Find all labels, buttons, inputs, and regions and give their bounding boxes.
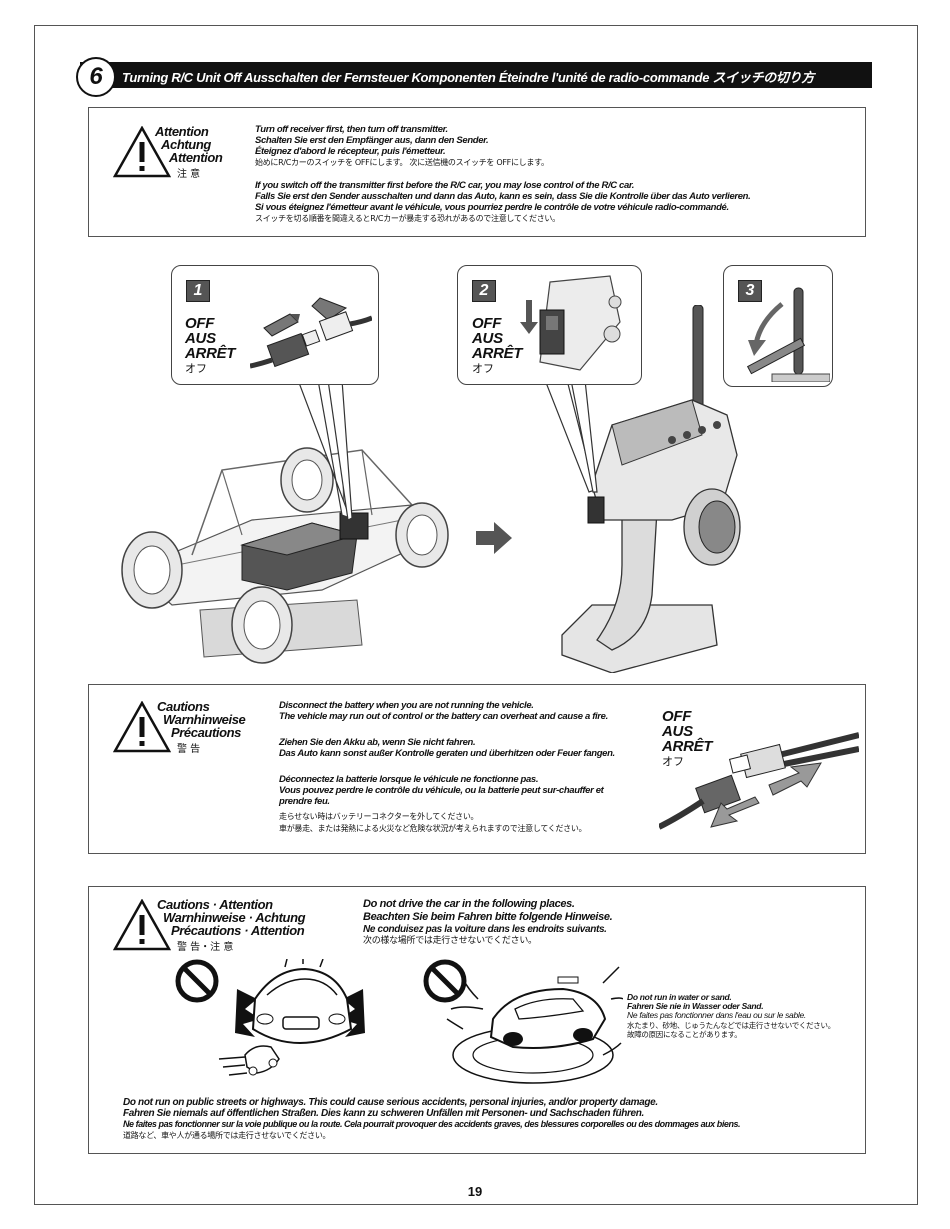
bottom-label-en: Cautions · Attention <box>157 897 273 912</box>
no-water-illustration <box>423 959 623 1084</box>
cautions-para: Vous pouvez perdre le contrôle du véhicu… <box>279 785 604 807</box>
bottom-label-fr: Précautions · Attention <box>171 923 305 938</box>
street-note: Ne faites pas fonctionner sur la voie pu… <box>123 1119 741 1129</box>
cautions-off-de: AUS <box>662 723 693 740</box>
section-header-bar <box>80 62 872 88</box>
connector-icon <box>250 297 372 369</box>
water-note-jp: 水たまり、砂地、じゅうたんなどでは走行させないでください。 <box>627 1021 835 1030</box>
step2-off-en: OFF <box>472 315 502 332</box>
bottom-label-jp: 警 告・注 意 <box>177 942 234 953</box>
cautions-box: Cautions Warnhinweise Précautions 警 告 Di… <box>88 684 866 854</box>
antenna-fold-icon <box>746 287 830 382</box>
street-note: Do not run on public streets or highways… <box>123 1097 658 1108</box>
attention-line: Si vous éteignez l'émetteur avant le véh… <box>255 202 729 213</box>
step2-number: 2 <box>472 280 496 302</box>
cautions-label-de: Warnhinweise <box>163 712 246 727</box>
bottom-heading-jp: 次の様な場所では走行させないでください。 <box>363 936 537 946</box>
cautions-label-fr: Précautions <box>171 725 242 740</box>
bottom-label-de: Warnhinweise · Achtung <box>163 910 306 925</box>
water-note: Ne faites pas fonctionner dans l'eau ou … <box>627 1010 806 1020</box>
step-number-badge: 6 <box>76 57 116 97</box>
bottom-heading: Beachten Sie beim Fahren bitte folgende … <box>363 911 613 923</box>
water-note: Do not run in water or sand. <box>627 992 732 1002</box>
step2-callout: 2 OFF AUS ARRÊT オフ <box>457 265 642 385</box>
step2-off-de: AUS <box>472 330 503 347</box>
step1-pointer <box>297 380 353 521</box>
step1-off-de: AUS <box>185 330 216 347</box>
no-street-illustration <box>175 959 365 1076</box>
water-note: Fahren Sie nie in Wasser oder Sand. <box>627 1001 764 1011</box>
cautions-off-en: OFF <box>662 708 692 725</box>
cautions-para: Déconnectez la batterie lorsque le véhic… <box>279 774 539 785</box>
attention-line: If you switch off the transmitter first … <box>255 180 635 191</box>
cautions-para: Ziehen Sie den Akku ab, wenn Sie nicht f… <box>279 737 476 748</box>
attention-label-de: Achtung <box>161 137 211 152</box>
bottom-heading: Ne conduisez pas la voiture dans les end… <box>363 924 607 935</box>
attention-line-jp: 始めにR/Cカーのスイッチを OFFにします。 次に送信機のスイッチを OFFに… <box>255 158 549 167</box>
warning-triangle-icon <box>113 126 171 178</box>
step1-off-jp: オフ <box>185 362 207 375</box>
step3-number: 3 <box>738 280 762 302</box>
attention-line: Falls Sie erst den Sender ausschalten un… <box>255 191 751 202</box>
attention-line: Éteignez d'abord le récepteur, puis l'ém… <box>255 146 446 157</box>
page-frame <box>34 25 918 1205</box>
cautions-label-en: Cautions <box>157 699 210 714</box>
step1-number: 1 <box>186 280 210 302</box>
bottom-heading: Do not drive the car in the following pl… <box>363 898 575 910</box>
attention-line: Turn off receiver first, then turn off t… <box>255 124 448 135</box>
step3-callout: 3 <box>723 265 833 387</box>
warning-triangle-icon <box>113 899 171 951</box>
step2-off-jp: オフ <box>472 362 494 375</box>
step2-off-fr: ARRÊT <box>472 345 523 362</box>
water-note-jp: 故障の原因になることがあります。 <box>627 1030 742 1039</box>
attention-line-jp: スイッチを切る順番を間違えるとR/Cカーが暴走する恐れがあるので注意してください… <box>255 214 560 223</box>
cautions-para: The vehicle may run out of control or th… <box>279 711 608 722</box>
street-note-jp: 道路など、車や人が通る場所では走行させないでください。 <box>123 1131 331 1140</box>
cautions-label-jp: 警 告 <box>177 744 201 755</box>
section-title: Turning R/C Unit Off Ausschalten der Fer… <box>122 70 815 85</box>
attention-label-jp: 注 意 <box>177 169 201 180</box>
cautions-para-jp: 車が暴走、または発熱による火災など危険な状況が考えられますので注意してください。 <box>279 824 587 833</box>
step1-off-fr: ARRÊT <box>185 345 236 362</box>
cautions-off-jp: オフ <box>662 755 684 768</box>
page-number: 19 <box>467 1184 483 1199</box>
switch-closeup-icon <box>520 275 622 371</box>
step2-pointer <box>545 380 598 493</box>
warning-triangle-icon <box>113 701 171 753</box>
step1-off-en: OFF <box>185 315 215 332</box>
right-arrow-icon <box>476 522 512 554</box>
attention-line: Schalten Sie erst den Empfänger aus, dan… <box>255 135 489 146</box>
attention-box: Attention Achtung Attention 注 意 Turn off… <box>88 107 866 237</box>
attention-label-en: Attention <box>155 124 209 139</box>
step1-callout: 1 OFF AUS ARRÊT オフ <box>171 265 379 385</box>
street-note: Fahren Sie niemals auf öffentlichen Stra… <box>123 1108 644 1119</box>
driving-places-box: Cautions · Attention Warnhinweise · Acht… <box>88 886 866 1154</box>
battery-connector-icon <box>659 732 859 830</box>
transmitter-illustration <box>561 305 741 673</box>
cautions-para: Das Auto kann sonst außer Kontrolle gera… <box>279 748 615 759</box>
cautions-off-fr: ARRÊT <box>662 738 713 755</box>
attention-label-fr: Attention <box>169 150 223 165</box>
rc-car-illustration <box>121 434 449 664</box>
cautions-para-jp: 走らせない時はバッテリーコネクターを外してください。 <box>279 812 479 821</box>
cautions-para: Disconnect the battery when you are not … <box>279 700 534 711</box>
